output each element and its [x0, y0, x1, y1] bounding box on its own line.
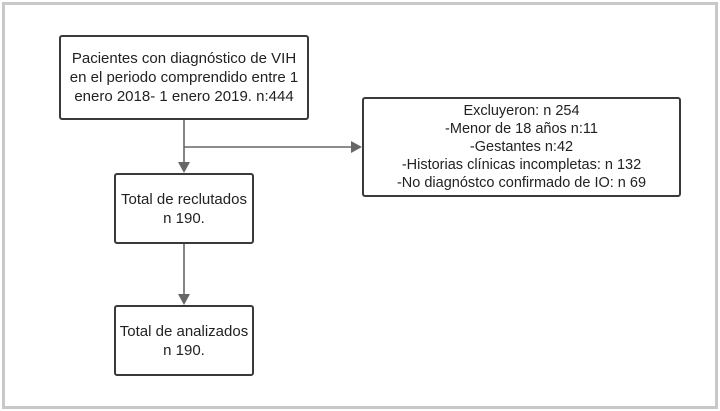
analyzed-box-line: Total de analizados: [119, 322, 249, 340]
excluded-box-line: Excluyeron: n 254: [463, 103, 580, 119]
patients-diagnosed-box: Pacientes con diagnóstico de VIH en el p…: [59, 35, 309, 120]
analyzed-total-box: Total de analizados n 190.: [114, 305, 254, 376]
arrowhead-to-analyzed: [178, 294, 190, 305]
analyzed-box-line: n 190.: [163, 341, 205, 359]
recruited-box-line: Total de reclutados: [121, 190, 247, 208]
excluded-box-line: -Gestantes n:42: [469, 139, 574, 155]
excluded-box-line: -Menor de 18 años n:11: [445, 121, 598, 137]
recruited-box-line: n 190.: [163, 209, 205, 227]
excluded-box: Excluyeron: n 254 -Menor de 18 años n:11…: [362, 97, 681, 197]
patients-box-line: enero 2018- 1 enero 2019. n:444: [74, 88, 294, 105]
recruited-total-box: Total de reclutados n 190.: [114, 173, 254, 244]
arrowhead-to-recruited: [178, 162, 190, 173]
excluded-box-line: -No diagnóstco confirmado de IO: n 69: [396, 175, 647, 191]
patients-box-line: Pacientes con diagnóstico de VIH: [71, 50, 297, 67]
arrowhead-to-excluded: [351, 141, 362, 153]
patients-box-line: en el periodo comprendido entre 1: [69, 69, 299, 86]
excluded-box-line: -Historias clínicas incompletas: n 132: [401, 157, 642, 173]
